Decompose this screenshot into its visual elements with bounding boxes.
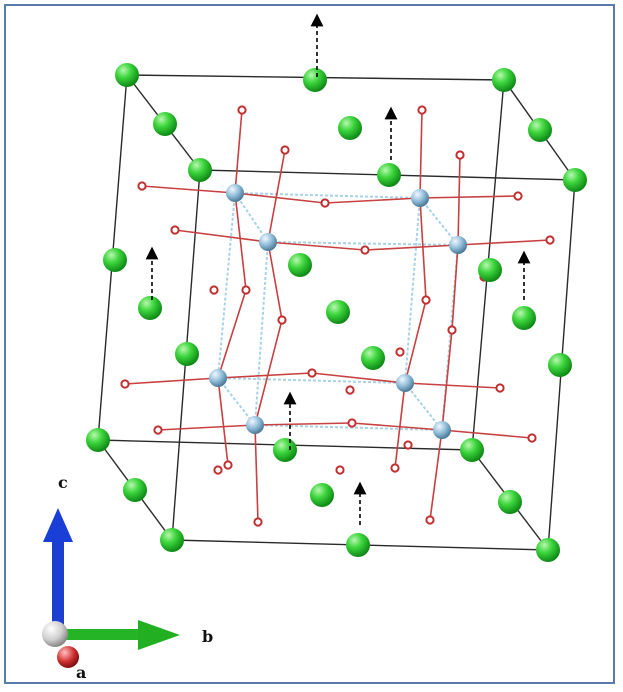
green-atom — [498, 490, 522, 514]
c-axis-label: c — [58, 473, 68, 492]
green-atom — [326, 300, 350, 324]
bond-blue — [404, 197, 421, 384]
green-atom — [338, 116, 362, 140]
c-axis-shaft — [52, 540, 64, 632]
oxygen-atom — [280, 145, 290, 155]
a-axis-label: a — [76, 663, 86, 682]
green-atom — [273, 438, 297, 462]
bond-blue — [234, 192, 421, 199]
green-atom — [346, 533, 370, 557]
green-atom — [528, 118, 552, 142]
blue-atom — [246, 416, 264, 434]
oxygen-atom — [495, 383, 505, 393]
blue-atom — [226, 184, 244, 202]
oxygen-atom — [209, 285, 219, 295]
bond-blue — [254, 241, 269, 426]
oxygen-atom — [447, 325, 457, 335]
blue-atom — [433, 421, 451, 439]
oxygen-atom — [390, 463, 400, 473]
blue-atom — [411, 189, 429, 207]
green-atom — [115, 63, 139, 87]
green-atom — [563, 168, 587, 192]
oxygen-atom — [545, 235, 555, 245]
green-atom — [536, 538, 560, 562]
bond-red-chain — [394, 109, 427, 469]
green-atom — [492, 68, 516, 92]
green-atom — [123, 478, 147, 502]
axis-triad-icon: c b a — [42, 473, 213, 682]
green-atom — [175, 342, 199, 366]
oxygen-atom — [513, 191, 523, 201]
blue-atom — [209, 369, 227, 387]
oxygen-atom — [213, 465, 223, 475]
oxygen-atom — [345, 385, 355, 395]
green-atom — [303, 68, 327, 92]
green-atom — [512, 306, 536, 330]
green-atom — [138, 296, 162, 320]
oxygen-atom — [527, 433, 537, 443]
bond-blue — [254, 424, 443, 431]
displacement-arrows-group — [145, 13, 531, 525]
oxygen-atom — [320, 198, 330, 208]
oxygen-atom — [307, 368, 317, 378]
green-atom — [103, 248, 127, 272]
b-axis-label: b — [202, 627, 213, 646]
origin-sphere — [42, 621, 68, 647]
green-atom — [160, 528, 184, 552]
green-atom — [153, 112, 177, 136]
bonds-blue-group — [217, 192, 459, 431]
oxygen-atom — [347, 418, 357, 428]
oxygen-atom — [455, 150, 465, 160]
oxygen-atom — [170, 225, 180, 235]
blue-atom — [259, 233, 277, 251]
oxygen-atom — [425, 515, 435, 525]
green-atom — [361, 346, 385, 370]
oxygen-atom — [253, 517, 263, 527]
oxygen-atom — [403, 440, 413, 450]
blue-atom — [396, 374, 414, 392]
bond-blue — [419, 197, 459, 246]
green-atom — [478, 258, 502, 282]
b-axis-head — [138, 620, 180, 650]
green-atom — [86, 428, 110, 452]
bond-red-chain — [157, 422, 533, 439]
oxygen-atom — [395, 347, 405, 357]
green-atom — [310, 483, 334, 507]
bond-red-chain — [429, 154, 461, 521]
oxygen-atom — [153, 425, 163, 435]
oxygen-atom — [237, 105, 247, 115]
bond-red-chain — [217, 109, 247, 466]
bond-blue — [217, 192, 236, 379]
bond-red-chain — [254, 149, 286, 523]
bond-blue — [217, 377, 406, 384]
oxygen-atom — [417, 105, 427, 115]
oxygen-atom — [223, 460, 233, 470]
green-atom — [288, 253, 312, 277]
oxygen-atom — [277, 315, 287, 325]
blue-atom — [449, 236, 467, 254]
oxygen-atom — [120, 379, 130, 389]
oxygen-atom — [241, 285, 251, 295]
atoms-group — [86, 63, 587, 562]
green-atom — [377, 163, 401, 187]
oxygen-atom — [360, 245, 370, 255]
a-axis-head — [57, 646, 79, 668]
green-atom — [548, 353, 572, 377]
c-axis-head — [43, 508, 73, 542]
green-atom — [188, 158, 212, 182]
oxygen-atom — [421, 295, 431, 305]
green-atom — [460, 438, 484, 462]
bond-blue — [267, 241, 459, 246]
oxygen-atom — [335, 465, 345, 475]
b-axis-shaft — [60, 629, 142, 640]
oxygen-atom — [137, 181, 147, 191]
